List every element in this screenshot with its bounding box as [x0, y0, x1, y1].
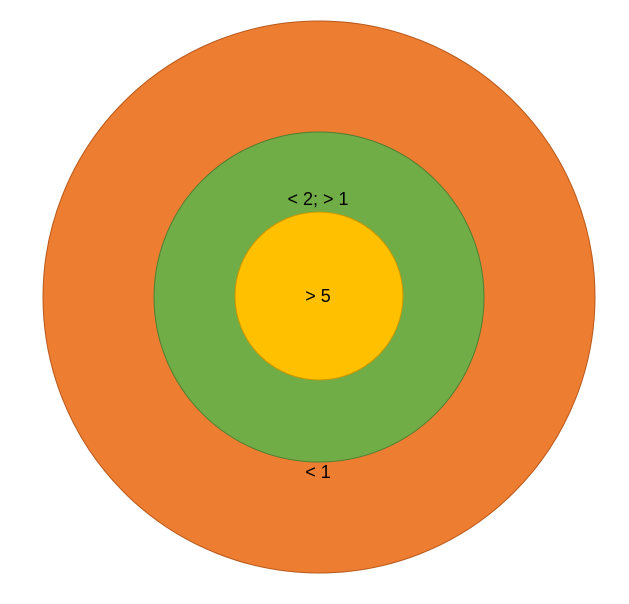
outer-ring-label: < 1: [305, 462, 331, 482]
inner-ring: [234, 211, 404, 381]
middle-ring-label: < 2; > 1: [287, 189, 349, 209]
inner-ring-label: > 5: [305, 286, 331, 306]
